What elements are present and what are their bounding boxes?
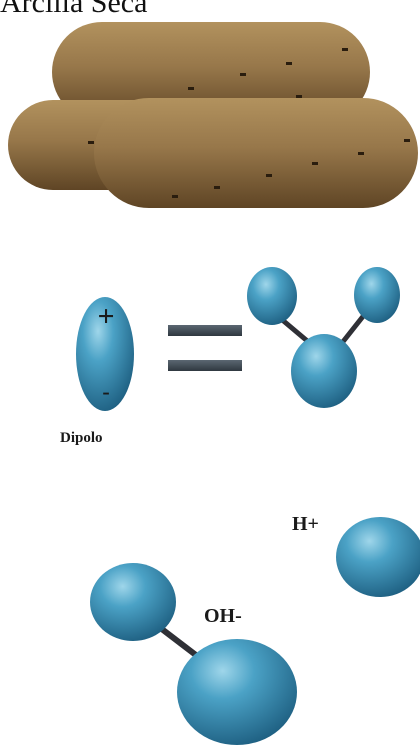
hydrogen-atom-right (354, 267, 400, 323)
hydrogen-ion-sphere (336, 517, 420, 597)
equals-sign (168, 325, 242, 371)
hydroxide-ion-label: OH- (204, 605, 242, 627)
hydrogen-ion-label: H+ (292, 513, 319, 535)
hydrogen-ion: H+ (292, 513, 420, 597)
hydroxide-large-sphere (177, 639, 297, 745)
hydroxide-ion: OH- (90, 563, 297, 745)
dipole: + - Dipolo (60, 297, 134, 446)
hydrogen-atom-left (247, 267, 297, 325)
clay-particles (8, 22, 418, 208)
dipole-minus-sign: - (102, 379, 109, 404)
dipole-plus-sign: + (97, 300, 114, 333)
clay-particle-front (94, 98, 418, 208)
oxygen-atom (291, 334, 357, 408)
hydroxide-small-sphere (90, 563, 176, 641)
water-molecule (247, 267, 400, 408)
dipole-label: Dipolo (60, 430, 103, 446)
